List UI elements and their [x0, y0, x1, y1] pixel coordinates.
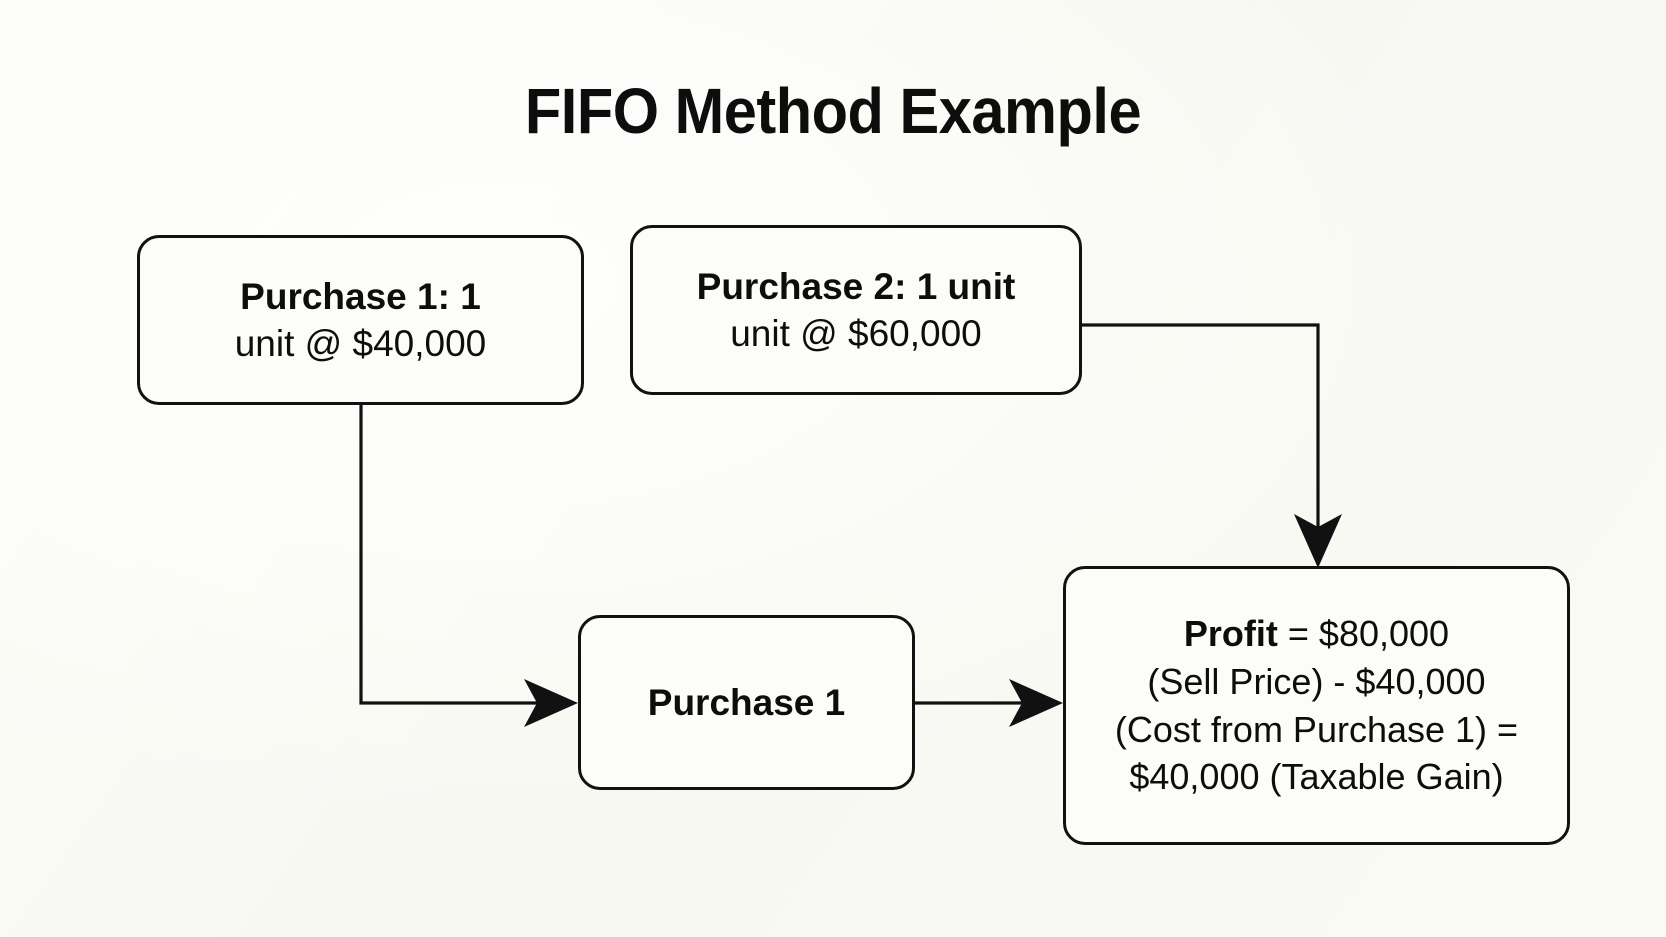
node-purchase-2[interactable]: Purchase 2: 1 unit unit @ $60,000	[630, 225, 1082, 395]
node-profit-line1-strong: Profit	[1183, 612, 1278, 654]
edge-purchase-2-to-profit	[1082, 323, 1342, 568]
edge-sell-unit-to-profit	[915, 679, 1063, 727]
node-sell-unit-label: Purchase 1	[647, 681, 846, 723]
node-sell-unit-text: Purchase 1	[648, 679, 845, 726]
node-purchase-2-line2: unit @ $60,000	[730, 313, 982, 354]
node-profit-line3: (Cost from Purchase 1) =	[1114, 708, 1519, 750]
node-purchase-2-line1: Purchase 2: 1 unit	[696, 265, 1016, 307]
node-purchase-1-text: Purchase 1: 1 unit @ $40,000	[235, 273, 487, 368]
node-profit-line4: $40,000 (Taxable Gain)	[1129, 756, 1504, 798]
arrow-head-icon	[1294, 514, 1342, 568]
node-purchase-2-text: Purchase 2: 1 unit unit @ $60,000	[697, 263, 1016, 358]
arrow-head-icon	[1009, 679, 1063, 727]
node-sell-unit[interactable]: Purchase 1	[578, 615, 915, 790]
node-profit-text: Profit = $80,000 (Sell Price) - $40,000 …	[1115, 610, 1518, 802]
node-profit[interactable]: Profit = $80,000 (Sell Price) - $40,000 …	[1063, 566, 1570, 845]
node-purchase-1-line2: unit @ $40,000	[234, 323, 487, 364]
arrow-head-icon	[524, 679, 578, 727]
node-purchase-1[interactable]: Purchase 1: 1 unit @ $40,000	[137, 235, 584, 405]
page-title: FIFO Method Example	[524, 75, 1142, 147]
node-profit-line2: (Sell Price) - $40,000	[1147, 660, 1486, 702]
node-profit-line1-rest: = $80,000	[1277, 612, 1450, 654]
edge-purchase-1-to-sell-unit	[359, 405, 578, 727]
node-purchase-1-line1: Purchase 1: 1	[240, 275, 481, 317]
